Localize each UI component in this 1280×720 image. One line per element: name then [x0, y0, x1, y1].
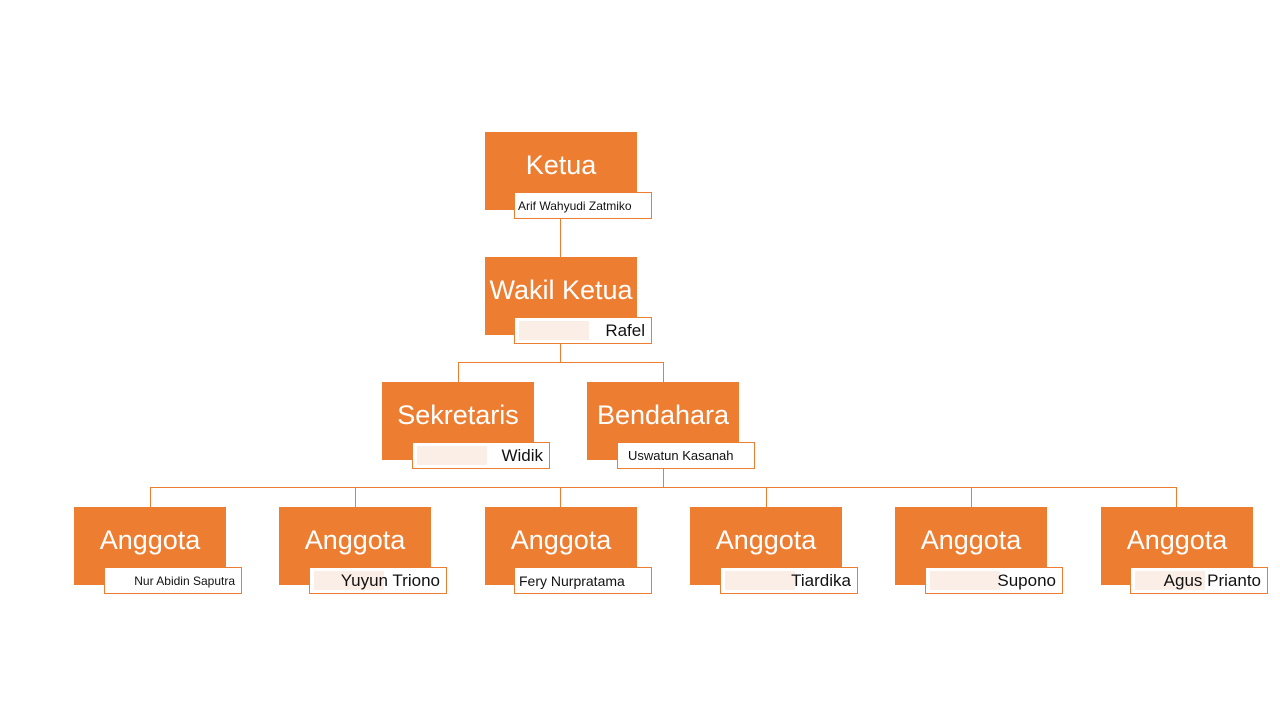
connector-to-anggota-6 [1176, 487, 1177, 507]
connector-to-sekretaris [458, 362, 459, 382]
connector-wakil-down [560, 344, 561, 362]
name-label: Supono [997, 570, 1056, 590]
name-tag-anggota-5: Supono [925, 567, 1063, 594]
node-title: Anggota [920, 525, 1022, 555]
name-label: Tiardika [791, 570, 851, 590]
name-label: Fery Nurpratama [519, 572, 625, 589]
connector-to-anggota-3 [560, 487, 561, 507]
connector-to-anggota-5 [971, 487, 972, 507]
node-title: Bendahara [596, 400, 730, 430]
connector-to-anggota-1 [150, 487, 151, 507]
name-tag-anggota-1: Nur Abidin Saputra [104, 567, 242, 594]
connector-to-bendahara [663, 362, 664, 382]
name-tag-anggota-2: Yuyun Triono [309, 567, 447, 594]
name-tag-anggota-6: Agus Prianto [1130, 567, 1268, 594]
node-title: Wakil Ketua [489, 275, 633, 305]
name-label: Yuyun Triono [340, 570, 440, 590]
node-title: Anggota [510, 525, 612, 555]
node-title: Anggota [715, 525, 817, 555]
name-label: Uswatun Kasanah [628, 448, 734, 463]
connector-level4-bar [150, 487, 1177, 488]
name-tag-bendahara: Uswatun Kasanah [617, 442, 755, 469]
name-label: Arif Wahyudi Zatmiko [518, 198, 632, 213]
connector-to-anggota-4 [766, 487, 767, 507]
name-tag-ketua: Arif Wahyudi Zatmiko [514, 192, 652, 219]
name-label: Rafel [605, 320, 645, 340]
name-tag-wakil-ketua: Rafel [514, 317, 652, 344]
node-title: Anggota [99, 525, 201, 555]
name-label: Widik [501, 445, 543, 465]
node-title: Sekretaris [397, 400, 519, 430]
connector-level3-bar [458, 362, 664, 363]
name-label: Nur Abidin Saputra [134, 573, 235, 588]
name-label: Agus Prianto [1163, 570, 1261, 590]
name-tag-sekretaris: Widik [412, 442, 550, 469]
connector-bendahara-down [663, 469, 664, 487]
connector-ketua-wakil [560, 219, 561, 257]
name-tag-anggota-3: Fery Nurpratama [514, 567, 652, 594]
name-tag-anggota-4: Tiardika [720, 567, 858, 594]
node-title: Anggota [1126, 525, 1228, 555]
connector-to-anggota-2 [355, 487, 356, 507]
node-title: Ketua [525, 150, 597, 180]
node-title: Anggota [304, 525, 406, 555]
node-bendahara: Bendahara [587, 382, 739, 460]
